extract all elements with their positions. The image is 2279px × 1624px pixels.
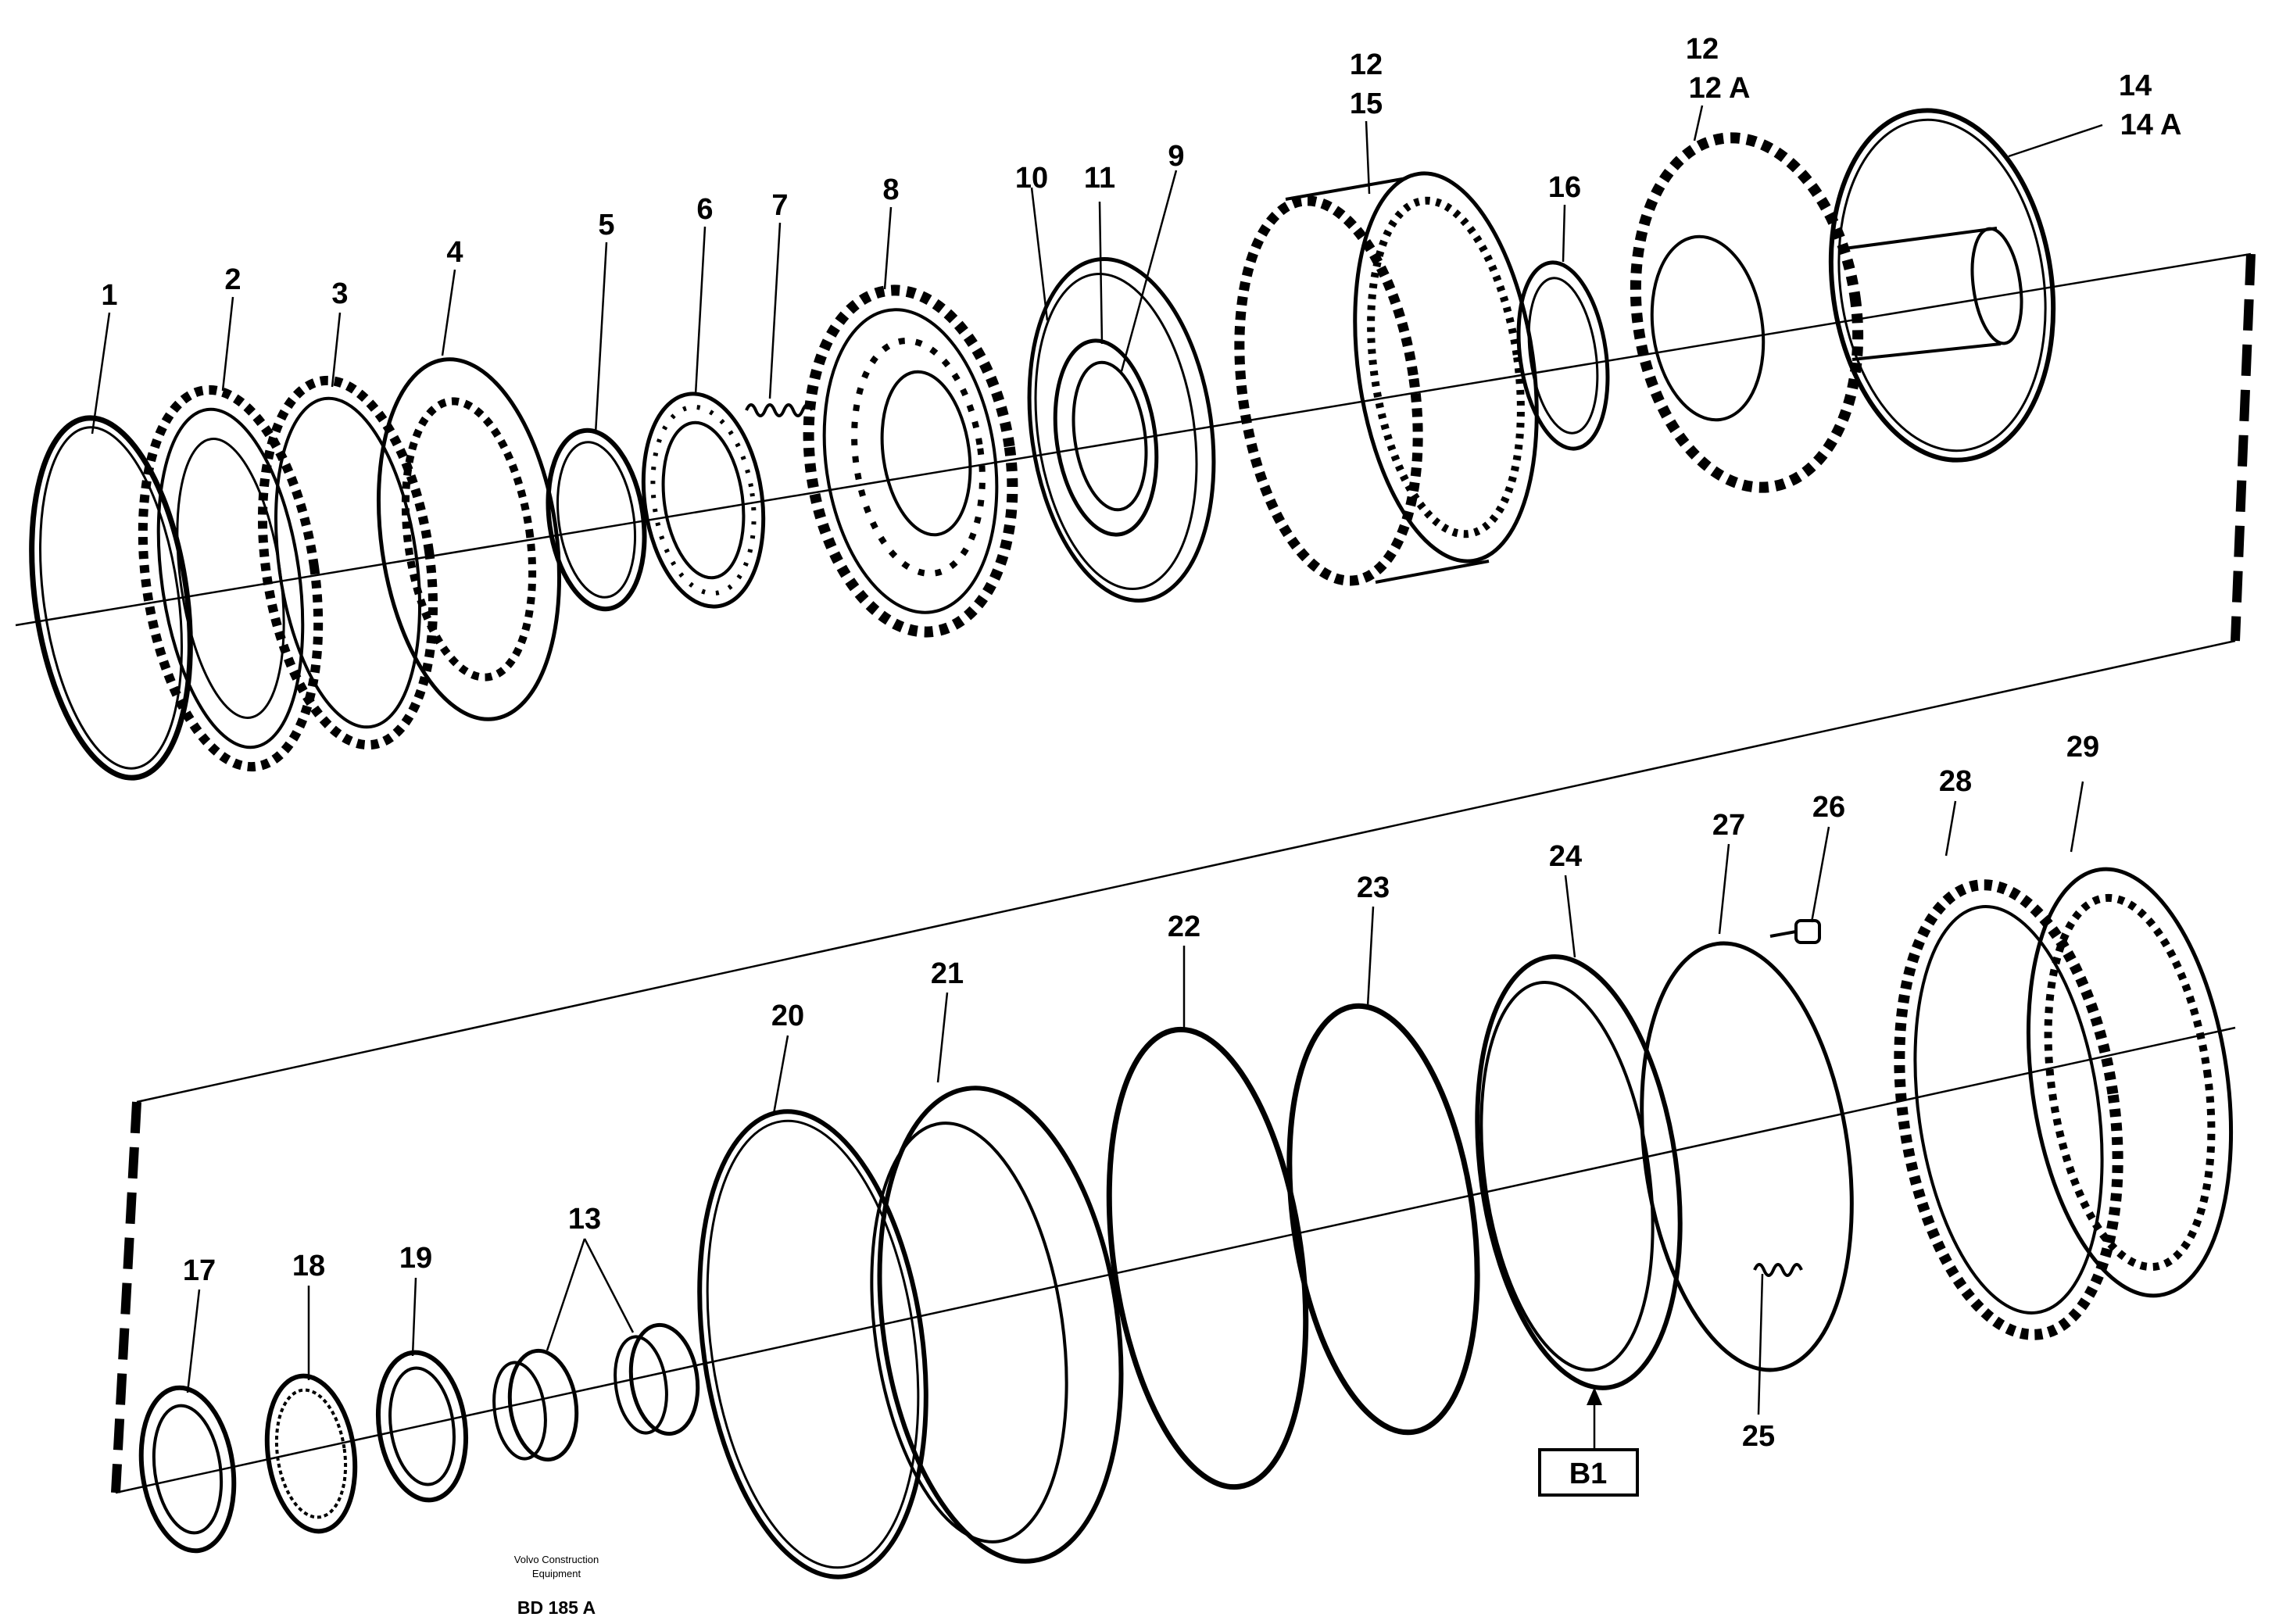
part-19-seal — [375, 1350, 469, 1503]
part-24-piston — [1475, 954, 1683, 1390]
part-1-snap-ring — [29, 415, 193, 781]
callout-9: 9 — [1168, 140, 1184, 173]
part-17-seal-ring — [138, 1385, 237, 1554]
view-reference-label: B1 — [1569, 1458, 1608, 1490]
part-10-plate — [1027, 257, 1216, 603]
callout-12a: 12 A — [1689, 72, 1751, 105]
callout-12-right: 12 — [1686, 33, 1719, 66]
part-27-spring-plate — [1640, 941, 1854, 1372]
part-20-snap-ring — [697, 1109, 928, 1579]
callout-11: 11 — [1084, 162, 1115, 195]
part-4-inner-tooth-disc — [376, 357, 562, 721]
part-7-spring — [745, 403, 814, 417]
callout-1: 1 — [101, 279, 117, 312]
callout-28: 28 — [1939, 765, 1972, 798]
callout-3: 3 — [331, 277, 348, 310]
publisher-line-2: Equipment — [532, 1568, 581, 1579]
callout-15: 15 — [1350, 88, 1383, 120]
part-12-gear-shaft — [1630, 132, 2023, 493]
part-18-bearing — [264, 1373, 358, 1534]
part-2-friction-disc — [138, 385, 324, 772]
callout-20: 20 — [771, 1000, 804, 1032]
part-28-toothed-disc — [1894, 879, 2123, 1340]
part-13-bushing-a — [492, 1348, 579, 1462]
callout-21: 21 — [931, 957, 964, 990]
part-22-o-ring — [1106, 1026, 1309, 1490]
callout-29: 29 — [2066, 731, 2099, 764]
callout-26: 26 — [1812, 791, 1845, 824]
callout-2: 2 — [224, 263, 241, 296]
part-14-snap-ring — [1828, 108, 2056, 463]
view-reference-box: B1 — [1538, 1448, 1639, 1497]
callout-25: 25 — [1742, 1420, 1775, 1453]
view-arrow — [1587, 1387, 1602, 1405]
part-9-seal — [1072, 360, 1148, 512]
part-5-ring — [546, 427, 647, 612]
callout-23: 23 — [1357, 871, 1390, 904]
part-23-o-ring — [1286, 1003, 1480, 1436]
part-8-piston — [803, 284, 1018, 638]
callout-labels: 1 2 3 4 5 6 7 8 10 11 9 12 15 16 12 12 A… — [101, 33, 2181, 1453]
callout-6: 6 — [696, 193, 713, 226]
callout-7: 7 — [771, 189, 788, 222]
callout-24: 24 — [1549, 840, 1582, 873]
callout-5: 5 — [598, 209, 614, 241]
callout-14: 14 — [2119, 70, 2152, 102]
part-25-spring — [1753, 1263, 1803, 1277]
part-29-inner-tooth-disc — [2026, 867, 2234, 1298]
publisher-line-1: Volvo Construction — [514, 1554, 599, 1565]
lower-centerline — [115, 1026, 2236, 1494]
callout-10: 10 — [1015, 162, 1048, 195]
part-16-bearing — [1516, 260, 1610, 451]
callout-13: 13 — [568, 1203, 601, 1236]
publisher-block: Volvo Construction Equipment BD 185 A — [514, 1554, 599, 1618]
part-13-bushing-b — [614, 1322, 700, 1436]
lower-left-dashed-edge — [111, 1101, 141, 1493]
drawing-code: BD 185 A — [517, 1597, 596, 1618]
leader-lines — [91, 105, 2103, 1450]
part-3-steel-disc — [257, 375, 438, 750]
callout-19: 19 — [399, 1242, 432, 1275]
part-26-bolt — [1769, 919, 1821, 944]
callout-18: 18 — [292, 1250, 325, 1282]
part-11-seal — [1053, 338, 1159, 537]
part-21-housing — [870, 1086, 1124, 1564]
callout-22: 22 — [1168, 910, 1200, 943]
upper-right-dashed-edge — [2231, 253, 2256, 642]
callout-8: 8 — [882, 173, 899, 206]
part-6-spring-plate — [641, 392, 766, 609]
connector-line — [136, 639, 2236, 1104]
upper-centerline — [15, 252, 2252, 627]
callout-14a: 14 A — [2120, 109, 2182, 141]
callout-16: 16 — [1548, 171, 1581, 204]
callout-17: 17 — [183, 1254, 216, 1287]
callout-4: 4 — [446, 236, 463, 269]
callout-27: 27 — [1712, 809, 1745, 842]
callout-12-top: 12 — [1350, 48, 1383, 81]
